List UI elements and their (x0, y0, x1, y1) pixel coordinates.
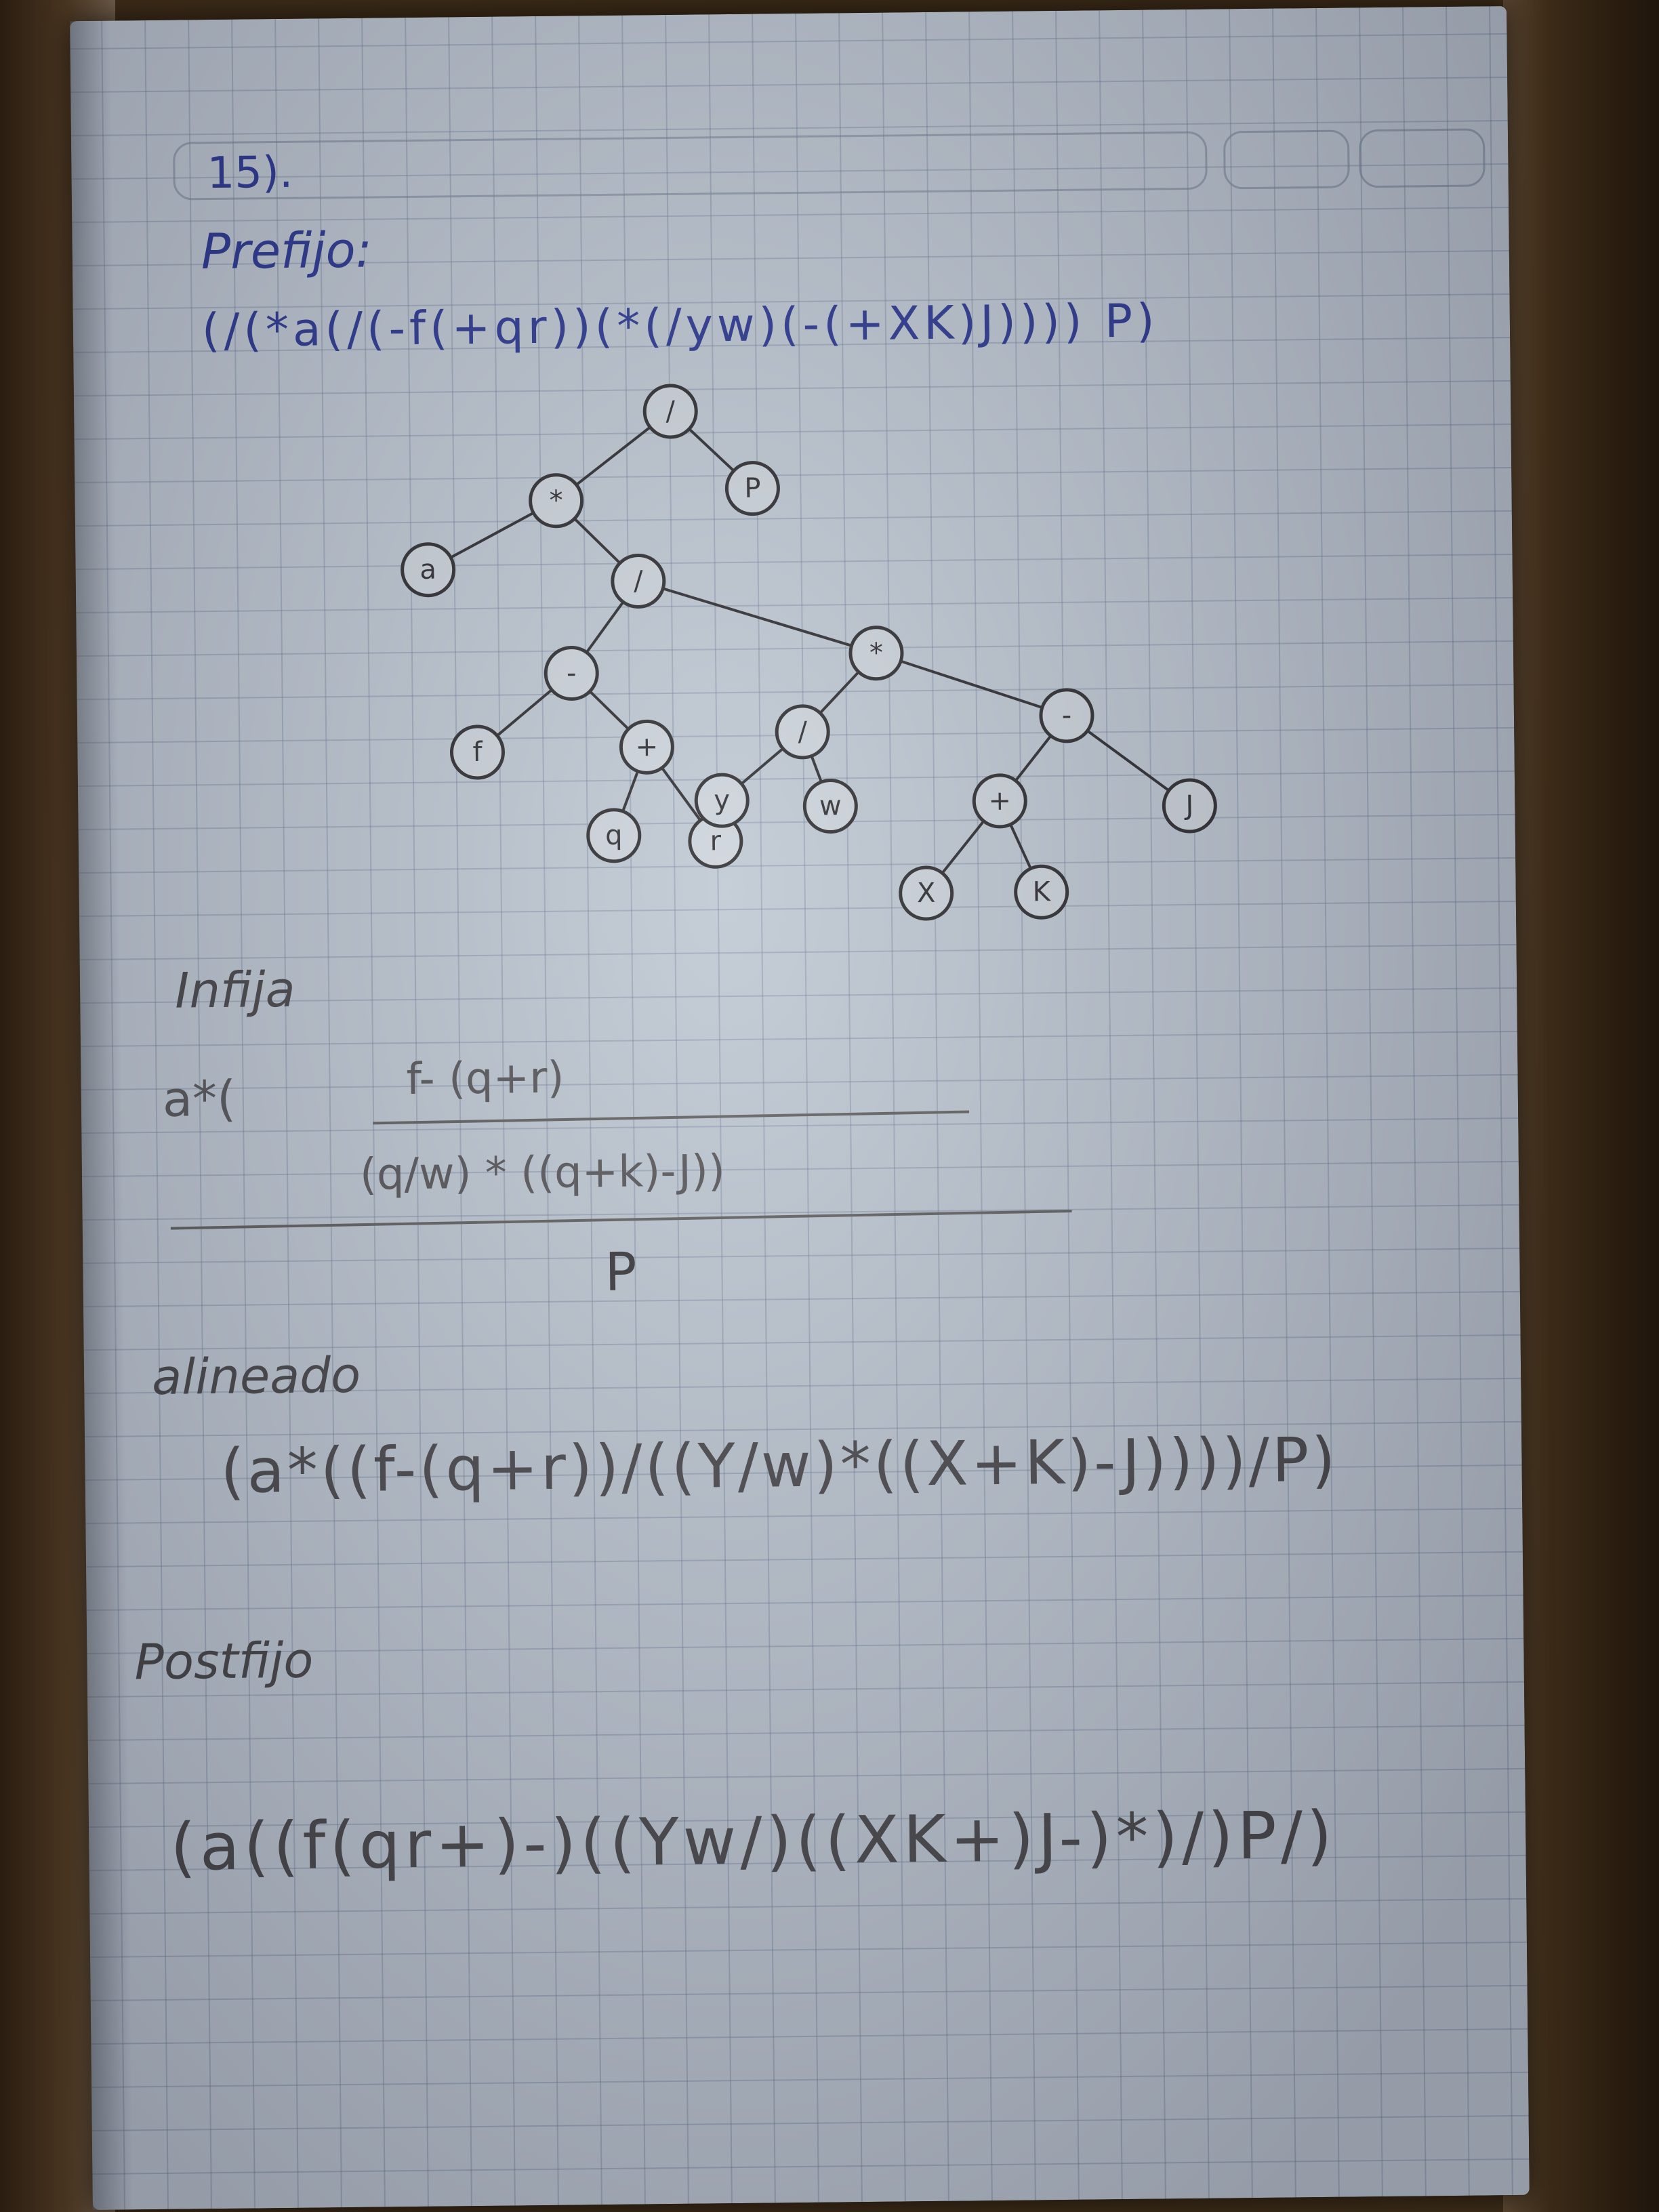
tree-node-circle (642, 384, 698, 439)
tree-node: * (848, 626, 904, 681)
tree-node-label: + (635, 731, 658, 762)
tree-node: f (449, 724, 505, 780)
tree-node-label: y (714, 785, 730, 816)
expression-tree: / P * a / - * f + / - q ry w + J X K (401, 384, 1217, 921)
tree-node-label: P (744, 473, 761, 504)
tree-node: + (972, 773, 1027, 829)
tree-node-label: J (1183, 790, 1193, 821)
tree-node-circle (1162, 778, 1217, 834)
tree-node-label: / (665, 396, 675, 427)
tree-node-label: f (472, 737, 483, 768)
tree-node-label: - (567, 657, 577, 689)
tree-node-circle (401, 542, 456, 598)
tree-node-label: K (1032, 876, 1051, 907)
tree-node-circle (1014, 864, 1069, 920)
tree-node-circle (586, 808, 642, 863)
tree-edge (638, 579, 877, 655)
tree-node: + (619, 719, 674, 775)
tree-node-label: - (1061, 700, 1071, 731)
tree-node-circle (848, 626, 904, 681)
tree-node-circle (611, 553, 666, 609)
infix-left-part: a*( (162, 1069, 237, 1128)
tree-node-label: a (419, 554, 436, 586)
tree-node-label: r (710, 825, 721, 857)
aligned-expression: (a*((f-(q+r))/((Y/w)*((X+K)-J))))/P) (220, 1424, 1338, 1507)
tree-nodes: / P * a / - * f + / - q ry w + J X K (401, 384, 1217, 921)
tree-node-label: * (549, 485, 562, 516)
tree-edge (876, 651, 1067, 717)
tree-node-label: + (988, 785, 1011, 817)
postfix-label: Postfijo (134, 1631, 314, 1691)
postfix-expression: (a((f(qr+)-)((Yw/)((XK+)J-)*)/)P/) (169, 1797, 1336, 1885)
tree-node: q (586, 808, 642, 863)
tree-node-circle (449, 724, 505, 780)
tree-node: / (611, 553, 666, 609)
tree-node-label: q (605, 820, 623, 851)
tree-node: y (694, 773, 750, 828)
tree-node-circle (972, 773, 1027, 829)
tree-node-circle (1039, 688, 1094, 743)
tree-node-circle (775, 704, 830, 760)
infix-numerator: f- (q+r) (406, 1052, 565, 1105)
tree-node-circle (802, 779, 858, 834)
tree-node-circle (529, 473, 584, 529)
tree-node: a (401, 542, 456, 598)
tree-node: / (775, 704, 830, 760)
infix-divisor: P (605, 1242, 638, 1304)
tree-node: / (642, 384, 698, 439)
tree-node-label: w (819, 790, 842, 821)
tree-node-label: / (634, 565, 643, 596)
tree-node-label: / (798, 716, 807, 747)
fraction-line-inner (373, 1110, 970, 1125)
tree-node-circle (899, 865, 954, 921)
infix-label: Infija (174, 960, 296, 1019)
tree-node: X (899, 865, 954, 921)
fraction-line-outer (170, 1210, 1072, 1230)
infix-denominator: (q/w) * ((q+k)-J)) (359, 1146, 726, 1200)
tree-node: w (802, 779, 858, 834)
aligned-label: alineado (151, 1346, 361, 1406)
tree-node: P (724, 461, 780, 516)
tree-node-circle (724, 461, 780, 516)
tree-node: J (1162, 778, 1217, 834)
desk-right (1503, 0, 1659, 2212)
tree-node: * (529, 473, 584, 529)
tree-node: K (1014, 864, 1069, 920)
tree-node: - (1039, 688, 1094, 743)
tree-node-circle (544, 645, 599, 701)
tree-node: - (544, 645, 599, 701)
tree-node-label: * (869, 638, 883, 669)
notebook-page: 15). Prefijo: (/(*a(/(-f(+qr))(*(/yw)(-(… (70, 5, 1530, 2211)
tree-node-label: X (917, 878, 936, 909)
tree-node-circle (619, 719, 674, 775)
tree-node-circle (694, 773, 750, 828)
